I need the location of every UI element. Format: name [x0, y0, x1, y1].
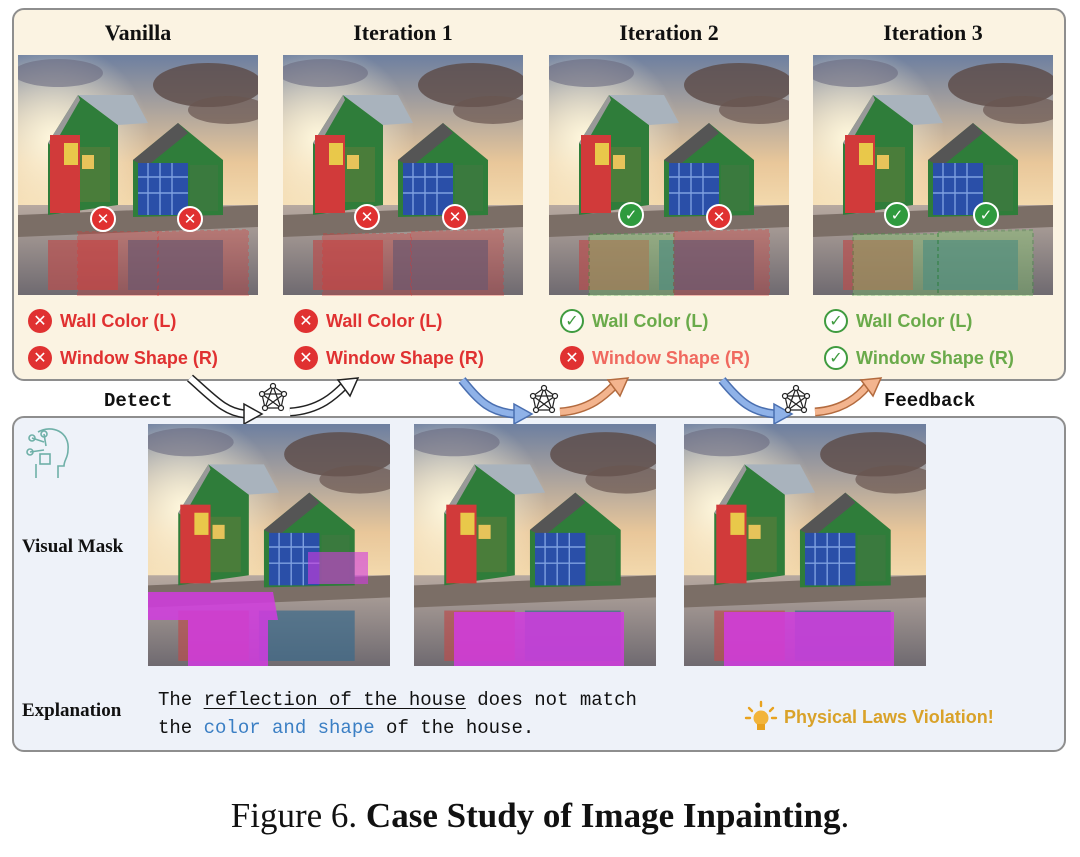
caption-prefix: Figure 6. [230, 796, 366, 835]
iteration-3-window-check: ✓ Window Shape (R) [824, 346, 1014, 370]
iteration-1-wall-check: ✕ Wall Color (L) [294, 309, 442, 333]
visual-mask-label: Visual Mask [22, 536, 124, 557]
iteration-3-image [813, 54, 1053, 296]
iteration-1-window-check: ✕ Window Shape (R) [294, 346, 484, 370]
cross-icon: ✕ [560, 346, 584, 370]
flow-arrows [187, 374, 883, 426]
cross-icon: ✕ [354, 204, 380, 230]
explanation-underlined: reflection of the house [203, 689, 466, 711]
ai-head-icon [26, 428, 69, 478]
column-title-iteration-2: Iteration 2 [619, 20, 719, 45]
check-icon: ✓ [560, 309, 584, 333]
detect-label: Detect [104, 390, 173, 412]
cross-icon: ✕ [177, 206, 203, 232]
cross-icon: ✕ [90, 206, 116, 232]
iteration-1-image [283, 54, 523, 296]
feedback-label: Feedback [884, 390, 976, 412]
iteration-3-wall-check: ✓ Wall Color (L) [824, 309, 972, 333]
explanation-highlight: color and shape [203, 717, 375, 739]
caption-suffix: . [840, 796, 850, 835]
vanilla-window-check: ✕ Window Shape (R) [28, 346, 218, 370]
lightbulb-icon [744, 700, 778, 730]
iteration-2-window-check: ✕ Window Shape (R) [560, 346, 750, 370]
explanation-text-part: The [158, 689, 204, 711]
check-icon: ✓ [824, 346, 848, 370]
caption-title: Case Study of Image Inpainting [365, 796, 841, 835]
iteration-2-wall-check: ✓ Wall Color (L) [560, 309, 708, 333]
cross-icon: ✕ [294, 346, 318, 370]
check-icon: ✓ [618, 202, 644, 228]
violation-text: Physical Laws Violation! [784, 706, 994, 727]
cross-icon: ✕ [294, 309, 318, 333]
explanation-text-part: the [158, 717, 204, 739]
vanilla-image [18, 54, 258, 296]
check-icon: ✓ [884, 202, 910, 228]
explanation-text-part: of the house. [374, 717, 535, 739]
figure-caption: Figure 6. Case Study of Image Inpainting… [0, 796, 1080, 836]
column-title-iteration-3: Iteration 3 [883, 20, 983, 45]
check-icon: ✓ [973, 202, 999, 228]
mask-image-1 [148, 424, 390, 666]
explanation-label: Explanation [22, 700, 122, 721]
cross-icon: ✕ [442, 204, 468, 230]
column-title-vanilla: Vanilla [104, 20, 172, 45]
vanilla-wall-check: ✕ Wall Color (L) [28, 309, 176, 333]
cross-icon: ✕ [28, 346, 52, 370]
explanation-text-part: does not match [465, 689, 637, 711]
mask-image-2 [414, 424, 656, 666]
check-icon: ✓ [824, 309, 848, 333]
cross-icon: ✕ [28, 309, 52, 333]
mask-image-3 [684, 424, 926, 666]
violation-note: Physical Laws Violation! [744, 700, 994, 734]
cross-icon: ✕ [706, 204, 732, 230]
column-title-iteration-1: Iteration 1 [353, 20, 453, 45]
iteration-2-image [549, 54, 789, 296]
explanation-text: The reflection of the house does not mat… [158, 686, 738, 742]
